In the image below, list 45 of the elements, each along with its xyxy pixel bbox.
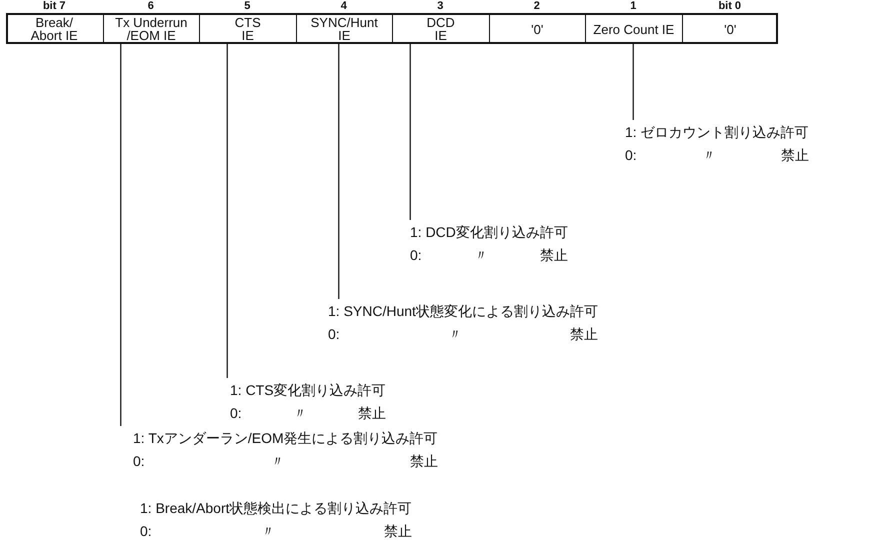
setting-description: 禁止 (410, 453, 438, 471)
setting-description: 禁止 (570, 326, 598, 344)
setting-description: 禁止 (384, 523, 412, 541)
setting-description: 禁止 (540, 247, 568, 265)
bit-number: 4 (340, 0, 347, 12)
ditto-mark: 〃 (292, 405, 307, 423)
ditto-mark: 〃 (270, 453, 284, 471)
value-label: 0: (133, 453, 145, 471)
setting-description: 禁止 (358, 405, 386, 423)
bit-number: 3 (437, 0, 444, 12)
setting-description: 禁止 (781, 147, 809, 165)
field-name: DCD IE (426, 16, 456, 42)
ditto-mark: 〃 (260, 523, 275, 541)
value-label: 0: (625, 147, 637, 165)
value-label: 0: (140, 523, 152, 541)
field-name: CTS IE (234, 16, 262, 42)
field-name: Zero Count IE (593, 22, 674, 36)
bit-number: bit 7 (42, 0, 66, 12)
value-label: 0: (328, 326, 340, 344)
bit-number: 5 (244, 0, 250, 12)
ditto-mark: 〃 (448, 326, 462, 344)
bit-number: bit 0 (718, 0, 742, 12)
setting-description: 1: DCD変化割り込み許可 (410, 224, 568, 242)
bit-number: 1 (630, 0, 636, 12)
ditto-mark: 〃 (474, 247, 488, 265)
field-name: Break/ Abort IE (30, 16, 79, 42)
setting-description: 1: CTS変化割り込み許可 (230, 382, 386, 400)
field-name: SYNC/Hunt IE (310, 16, 379, 42)
leader-line (632, 44, 634, 120)
leader-line (226, 44, 228, 378)
field-name: Tx Underrun /EOM IE (114, 16, 188, 42)
ditto-mark: 〃 (702, 147, 716, 165)
field-name: '0' (531, 22, 544, 36)
setting-description: 1: ゼロカウント割り込み許可 (625, 124, 809, 142)
leader-line (410, 44, 411, 220)
field-name: '0' (724, 22, 736, 36)
value-label: 0: (230, 405, 242, 423)
setting-description: 1: Break/Abort状態検出による割り込み許可 (140, 500, 412, 518)
leader-line (338, 44, 340, 299)
setting-description: 1: SYNC/Hunt状態変化による割り込み許可 (328, 303, 598, 321)
bit-number: 2 (534, 0, 540, 12)
bit-number: 6 (148, 0, 154, 12)
value-label: 0: (410, 247, 422, 265)
setting-description: 1: Txアンダーラン/EOM発生による割り込み許可 (133, 430, 438, 448)
leader-line (120, 44, 122, 426)
